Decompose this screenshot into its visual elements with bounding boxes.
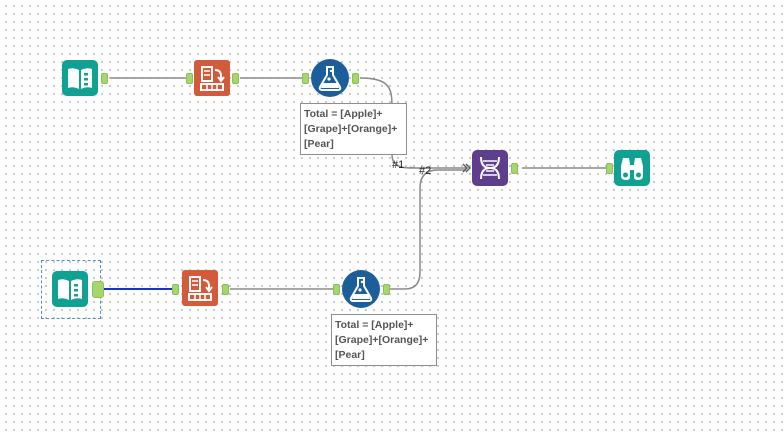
formula-tool-2[interactable] <box>342 270 380 308</box>
input-2-output-anchor[interactable] <box>92 281 104 298</box>
wire-formula1-union[interactable] <box>359 77 466 169</box>
book-icon <box>58 279 82 300</box>
union-output-anchor[interactable] <box>511 163 518 174</box>
connection-label-1: #1 <box>392 159 405 171</box>
transpose-1-output-anchor[interactable] <box>232 73 239 84</box>
formula-1-annotation: Total = [Apple]+[Grape]+[Orange]+[Pear] <box>300 103 407 155</box>
browse-tool[interactable] <box>614 150 650 186</box>
dna-icon <box>480 156 500 180</box>
transpose-tool-2[interactable] <box>182 270 218 306</box>
union-tool[interactable] <box>472 150 508 186</box>
transpose-icon <box>188 276 213 301</box>
input-data-tool-1[interactable] <box>62 60 98 96</box>
binoculars-icon <box>621 158 643 180</box>
formula-1-input-anchor[interactable] <box>302 73 309 84</box>
formula-tool-1[interactable] <box>311 59 349 97</box>
transpose-icon <box>200 66 225 91</box>
formula-2-output-anchor[interactable] <box>383 284 390 295</box>
input-data-tool-2[interactable] <box>52 271 88 307</box>
wire-formula2-union[interactable] <box>390 169 466 290</box>
connection-tilde: ~ <box>409 162 416 174</box>
flask-icon <box>349 277 373 302</box>
formula-1-output-anchor[interactable] <box>352 73 359 84</box>
input-1-output-anchor[interactable] <box>101 73 108 84</box>
book-icon <box>68 68 92 89</box>
browse-input-anchor[interactable] <box>606 163 613 174</box>
transpose-1-input-anchor[interactable] <box>186 73 193 84</box>
flask-icon <box>318 66 342 91</box>
formula-2-input-anchor[interactable] <box>333 284 340 295</box>
union-input-chevron-icon <box>462 163 471 173</box>
formula-2-annotation: Total = [Apple]+[Grape]+[Orange]+[Pear] <box>331 314 437 366</box>
connection-label-2: #2 <box>419 165 432 177</box>
transpose-tool-1[interactable] <box>194 60 230 96</box>
transpose-2-output-anchor[interactable] <box>222 284 229 295</box>
transpose-2-input-anchor[interactable] <box>172 284 179 295</box>
